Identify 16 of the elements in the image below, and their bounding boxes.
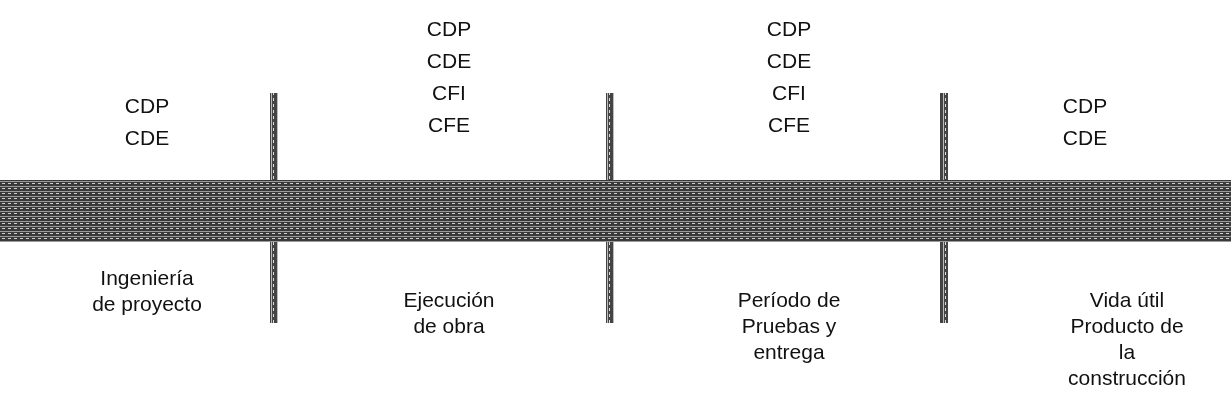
- phase-label: Ingeniería de proyecto: [91, 265, 203, 317]
- code-label: CDE: [124, 125, 170, 151]
- code-label: CDP: [766, 16, 812, 42]
- phase-label: Vida útil Producto de la construcción: [1067, 287, 1187, 391]
- code-label: CFE: [428, 112, 470, 138]
- code-label: CDP: [1062, 93, 1108, 119]
- code-label: CFI: [772, 80, 806, 106]
- phase-label: Ejecución de obra: [402, 287, 496, 339]
- code-label: CDP: [426, 16, 472, 42]
- code-label: CDE: [1062, 125, 1108, 151]
- code-label: CDE: [426, 48, 472, 74]
- code-label: CFI: [432, 80, 466, 106]
- code-label: CDP: [124, 93, 170, 119]
- code-label: CDE: [766, 48, 812, 74]
- code-label: CFE: [768, 112, 810, 138]
- phase-label: Período de Pruebas y entrega: [736, 287, 842, 365]
